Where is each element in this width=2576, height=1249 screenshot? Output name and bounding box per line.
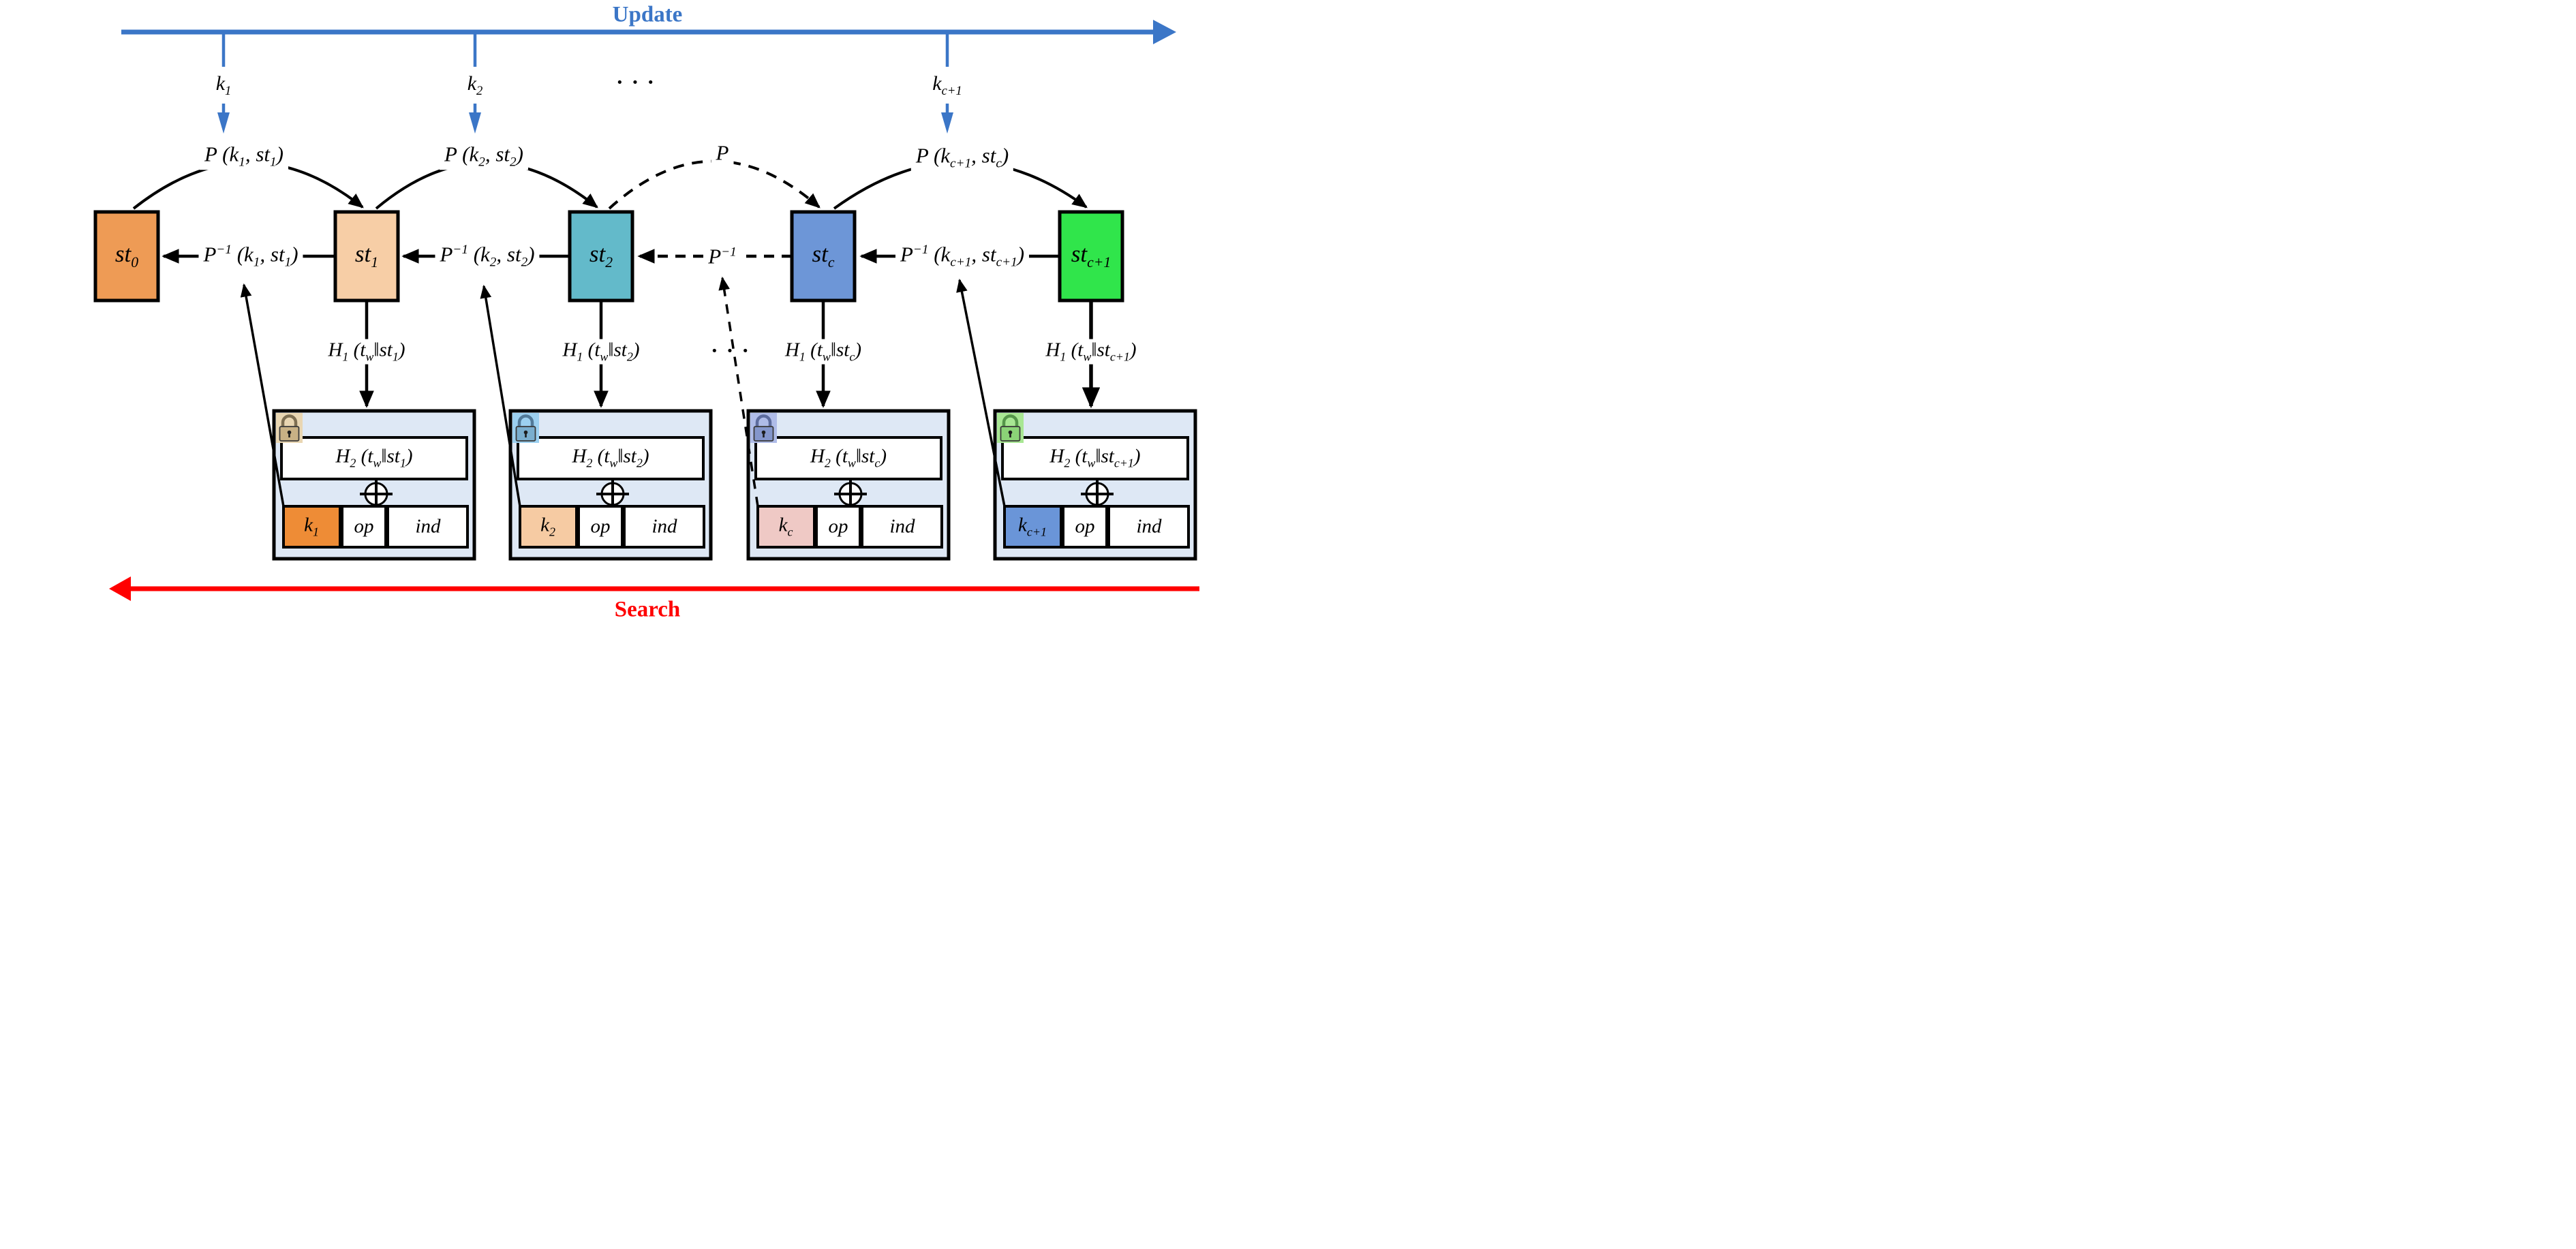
padlock-icon (276, 413, 303, 443)
entry-box-2-key-cell (519, 505, 578, 549)
entry-box-4-hash2-box (1001, 436, 1189, 480)
padlock-keyhole (523, 430, 528, 435)
entry-box-2-hash2-box (517, 436, 705, 480)
padlock-shackle (755, 414, 772, 427)
perm-label-3: P (711, 140, 734, 165)
xor-icon (834, 479, 867, 509)
op-cell-label-3: op (828, 515, 848, 538)
state-box-st0 (93, 210, 160, 303)
key-label-kc1: kc+1 (932, 72, 962, 99)
perm-label-1: P (k1, st1) (200, 142, 288, 170)
ind-cell-label-2: ind (651, 515, 677, 538)
entry-box-1-ind-cell (386, 505, 469, 549)
key-arrow-k2 (469, 104, 481, 134)
hash1-label-3: H1 (tw‖stc) (780, 339, 867, 365)
arc-p-dashed (608, 159, 821, 210)
padlock-keyhole (761, 430, 766, 435)
key-cell-label-1: k1 (304, 514, 319, 539)
key-label-k2: k2 (467, 72, 483, 99)
padlock-keyhole (287, 430, 292, 435)
entry-box-4 (993, 409, 1197, 561)
entry-box-2-ind-cell (623, 505, 705, 549)
hash2-label-3: H2 (tw‖stc) (810, 445, 887, 470)
key-arrow-kc1-head (941, 112, 953, 134)
xor-icon (1081, 479, 1114, 509)
search-arrow-head (109, 576, 131, 601)
hash2-label-2: H2 (tw‖st2) (572, 445, 649, 470)
mid-ellipsis: · · · (710, 338, 751, 363)
ind-cell-label-3: ind (889, 515, 915, 538)
state-label-st1: st1 (354, 241, 379, 271)
top-ellipsis: · · · (615, 70, 656, 94)
xor-icon (596, 479, 629, 509)
entry-box-4-key-cell (1003, 505, 1062, 549)
state-label-st0: st0 (114, 241, 139, 271)
inv-label-2: P−1 (k2, st2) (435, 242, 540, 271)
state-box-stc1 (1058, 210, 1124, 303)
key-arrow-kc1 (941, 104, 953, 134)
key-arrow-k1 (217, 104, 230, 134)
hash1-label-1: H1 (tw‖st1) (323, 339, 410, 365)
key-cell-label-2: k2 (540, 514, 555, 539)
key-feedback-arrow-3-dashed (718, 276, 759, 507)
ind-cell-label-1: ind (415, 515, 441, 538)
op-cell-label-2: op (590, 515, 611, 538)
xor-icon (360, 479, 393, 509)
inv-label-3: P−1 (703, 244, 741, 268)
entry-box-1 (272, 409, 476, 561)
entry-box-3 (746, 409, 951, 561)
padlock-keyhole (1008, 430, 1013, 435)
hash1-label-4: H1 (tw‖stc+1) (1041, 339, 1141, 365)
entry-box-4-ind-cell (1107, 505, 1190, 549)
entry-box-3-ind-cell (861, 505, 943, 549)
state-chain-diagram: Update k1 k2 · · · kc+1 P (k1, st1) P (k… (0, 0, 1288, 625)
perm-label-4: P (kc+1, stc) (910, 143, 1014, 172)
entry-box-3-op-cell (815, 505, 861, 549)
update-arrow-head (1153, 20, 1176, 44)
entry-box-1-key-cell (282, 505, 341, 549)
entry-box-4-op-cell (1062, 505, 1108, 549)
search-label: Search (614, 597, 681, 622)
padlock-keyhole-stem (763, 433, 765, 437)
op-cell-label-4: op (1075, 515, 1095, 538)
update-label: Update (612, 2, 683, 27)
state-label-stc: stc (812, 241, 835, 271)
state-box-stc (790, 210, 857, 303)
entry-box-1-hash2-box (280, 436, 468, 480)
inv-label-4: P−1 (kc+1, stc+1) (895, 242, 1030, 271)
key-feedback-arrow-4 (956, 278, 1006, 507)
padlock-shackle (517, 414, 534, 427)
key-arrow-k2-head (469, 112, 481, 134)
inv-label-1: P−1 (k1, st1) (198, 242, 303, 271)
padlock-shackle (281, 414, 298, 427)
entry-box-2 (508, 409, 713, 561)
perm-label-2: P (k2, st2) (440, 142, 528, 170)
entry-box-1-op-cell (341, 505, 387, 549)
padlock-keyhole-stem (525, 433, 527, 437)
state-label-stc1: stc+1 (1071, 241, 1111, 271)
padlock-icon (997, 413, 1024, 443)
update-arrow (121, 20, 1176, 134)
entry-box-3-hash2-box (754, 436, 942, 480)
padlock-shackle (1002, 414, 1019, 427)
key-feedback-arrow-1 (240, 283, 285, 507)
key-feedback-arrow-2 (480, 284, 521, 507)
padlock-keyhole-stem (1009, 433, 1011, 437)
key-cell-label-3: kc (778, 514, 793, 539)
padlock-keyhole-stem (288, 433, 290, 437)
key-arrow-k1-head (217, 112, 230, 134)
entry-box-3-key-cell (756, 505, 816, 549)
key-label-k1: k1 (215, 72, 232, 99)
hash2-label-4: H2 (tw‖stc+1) (1049, 445, 1141, 470)
op-cell-label-1: op (354, 515, 374, 538)
entry-box-2-op-cell (577, 505, 624, 549)
hash1-label-2: H1 (tw‖st2) (557, 339, 645, 365)
padlock-icon (512, 413, 539, 443)
padlock-icon (750, 413, 777, 443)
search-arrow (109, 576, 1199, 601)
state-label-st2: st2 (589, 241, 613, 271)
ind-cell-label-4: ind (1136, 515, 1162, 538)
hash2-label-1: H2 (tw‖st1) (335, 445, 413, 470)
key-cell-label-4: kc+1 (1018, 514, 1047, 539)
